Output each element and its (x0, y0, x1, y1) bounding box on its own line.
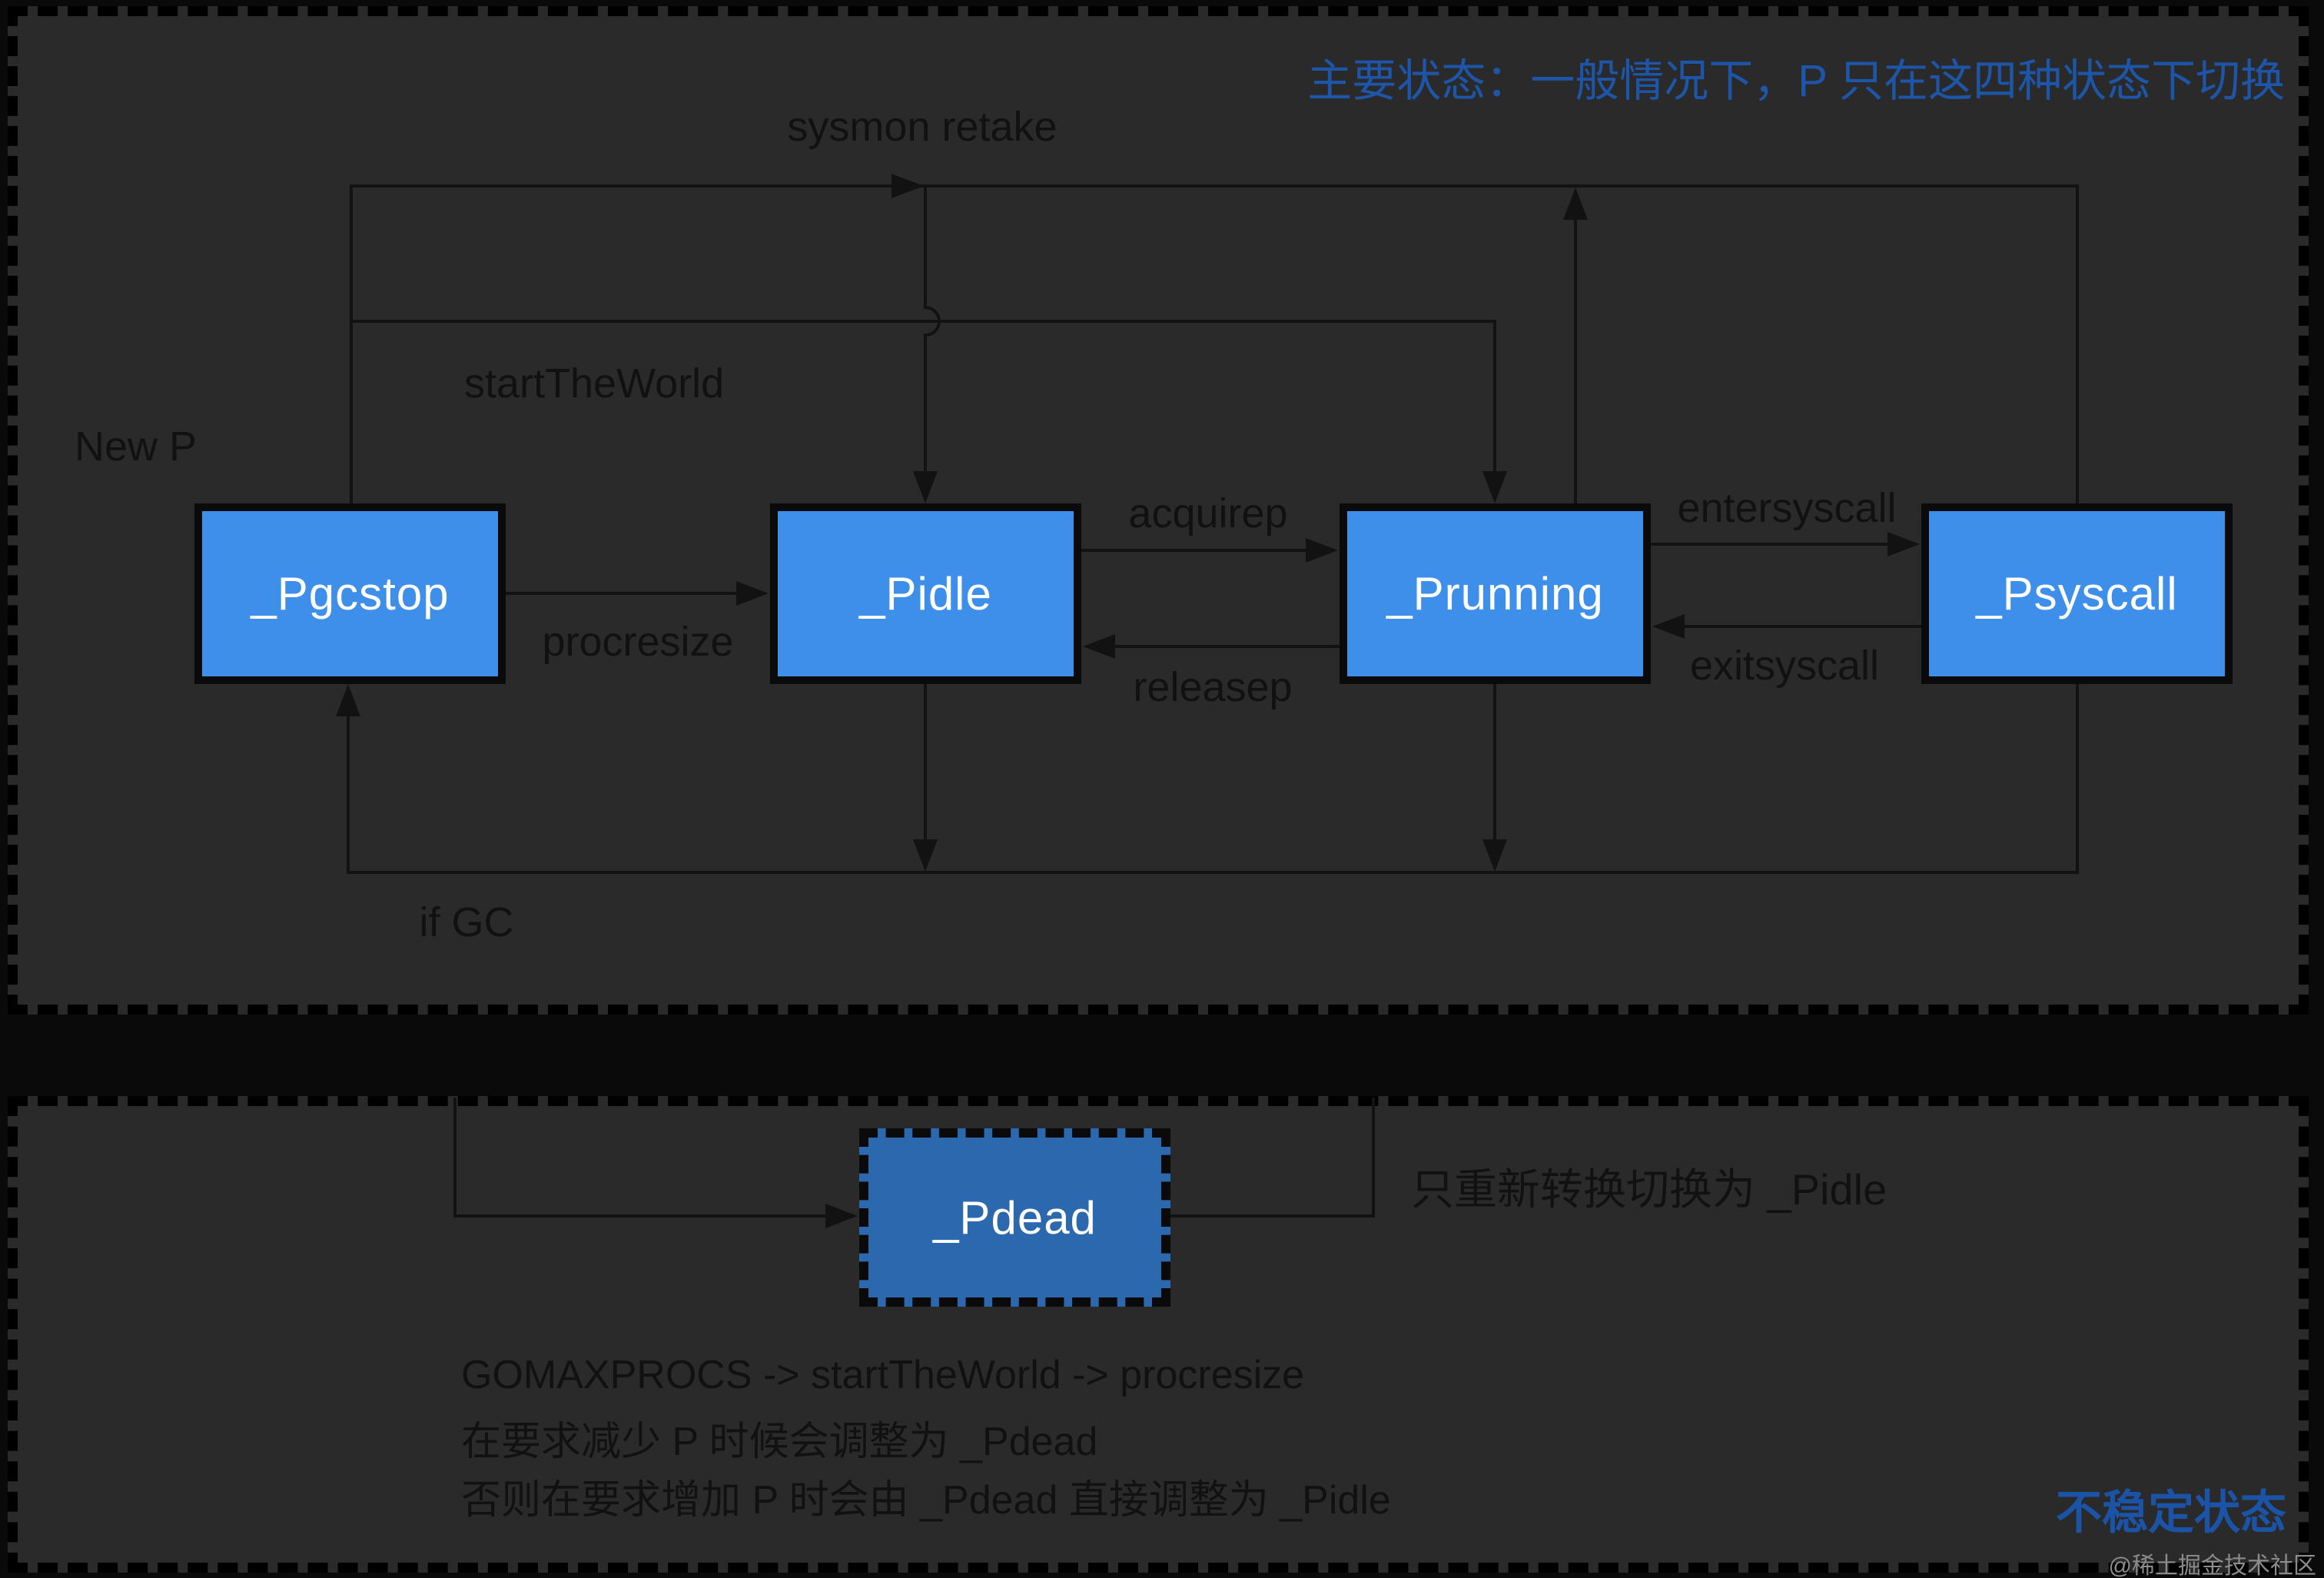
edge-into-pdead (453, 1098, 858, 1228)
bottom-note-line3: 否则在要求增加 P 时会由 _Pdead 直接调整为 _Pidle (461, 1478, 1391, 1523)
edge-entersyscall (1651, 532, 1920, 556)
edge-label-sysmon-retake: sysmon retake (787, 104, 1057, 150)
state-node-pdead: _Pdead (859, 1128, 1170, 1307)
into-pdead-path (453, 1098, 855, 1218)
arrow-down-bottomline-right-icon (1482, 839, 1507, 872)
edge-releasep (1083, 634, 1340, 659)
state-node-prunning: _Prunning (1340, 503, 1651, 684)
state-label-pdead: _Pdead (933, 1191, 1097, 1244)
edge-top-loop (350, 174, 2079, 503)
topline-to-pidle-path (924, 186, 941, 500)
edge-label-procresize: procresize (542, 619, 734, 665)
state-label-psyscall: _Psyscall (1976, 568, 2178, 620)
edge-label-starttheworld: startTheWorld (464, 360, 725, 407)
edge-label-acquirep: acquirep (1128, 490, 1288, 537)
edge-acquirep (1081, 538, 1338, 563)
state-node-pidle: _Pidle (770, 503, 1081, 684)
arrow-right-procresize-icon (736, 581, 769, 606)
main-states-heading: 主要状态：一般情况下，P 只在这四种状态下切换 (1307, 56, 2285, 106)
unstable-state-caption: 不稳定状态 (2056, 1487, 2286, 1539)
edge-starttheworld (351, 320, 1507, 503)
pdead-note: 只重新转换切换为 _Pidle (1411, 1165, 1887, 1214)
arrow-right-pdead-icon (825, 1204, 858, 1228)
state-label-prunning: _Prunning (1386, 568, 1604, 620)
edge-prunning-to-topline (1563, 188, 1588, 503)
out-of-pdead-path (1170, 1098, 1375, 1218)
edge-procresize (506, 581, 769, 606)
arrow-right-entersyscall-icon (1887, 532, 1920, 556)
arrow-up-pgcstop-icon (336, 684, 360, 716)
state-label-pgcstop: _Pgcstop (251, 568, 450, 620)
state-node-psyscall: _Psyscall (1921, 503, 2233, 684)
arrow-down-bottomline-left-icon (913, 839, 938, 872)
arrow-right-acquirep-icon (1306, 538, 1338, 563)
state-label-pidle: _Pidle (859, 568, 992, 620)
edge-exitsyscall (1652, 614, 1921, 639)
edge-label-if-gc: if GC (419, 899, 514, 945)
starttheworld-path (351, 320, 1496, 500)
edge-label-entersyscall: entersyscall (1677, 485, 1897, 531)
watermark: @稀土掘金技术社区 (2108, 1553, 2316, 1578)
edge-label-releasep: releasep (1133, 664, 1293, 710)
bottomline-path (347, 684, 2079, 874)
bottom-note-line2: 在要求减少 P 时候会调整为 _Pdead (461, 1420, 1098, 1464)
arrow-left-releasep-icon (1083, 634, 1115, 659)
arrow-down-prunning-icon (1482, 471, 1507, 503)
edge-label-exitsyscall: exitsyscall (1689, 643, 1880, 689)
edge-out-of-pdead (1170, 1098, 1375, 1218)
arrow-left-exitsyscall-icon (1652, 614, 1685, 639)
bottom-note-line1: GOMAXPROCS -> startTheWorld -> procresiz… (461, 1353, 1305, 1397)
arrow-down-pidle-icon (913, 471, 938, 503)
edge-topline-to-pidle (913, 186, 941, 503)
topline-path (350, 184, 2079, 503)
arrow-up-topline-icon (1563, 188, 1588, 220)
state-node-pgcstop: _Pgcstop (194, 503, 506, 684)
edge-label-new-p: New P (75, 424, 198, 470)
edge-ifgc-bottom-loop (336, 684, 2079, 874)
arrow-right-topline-icon (891, 174, 924, 198)
